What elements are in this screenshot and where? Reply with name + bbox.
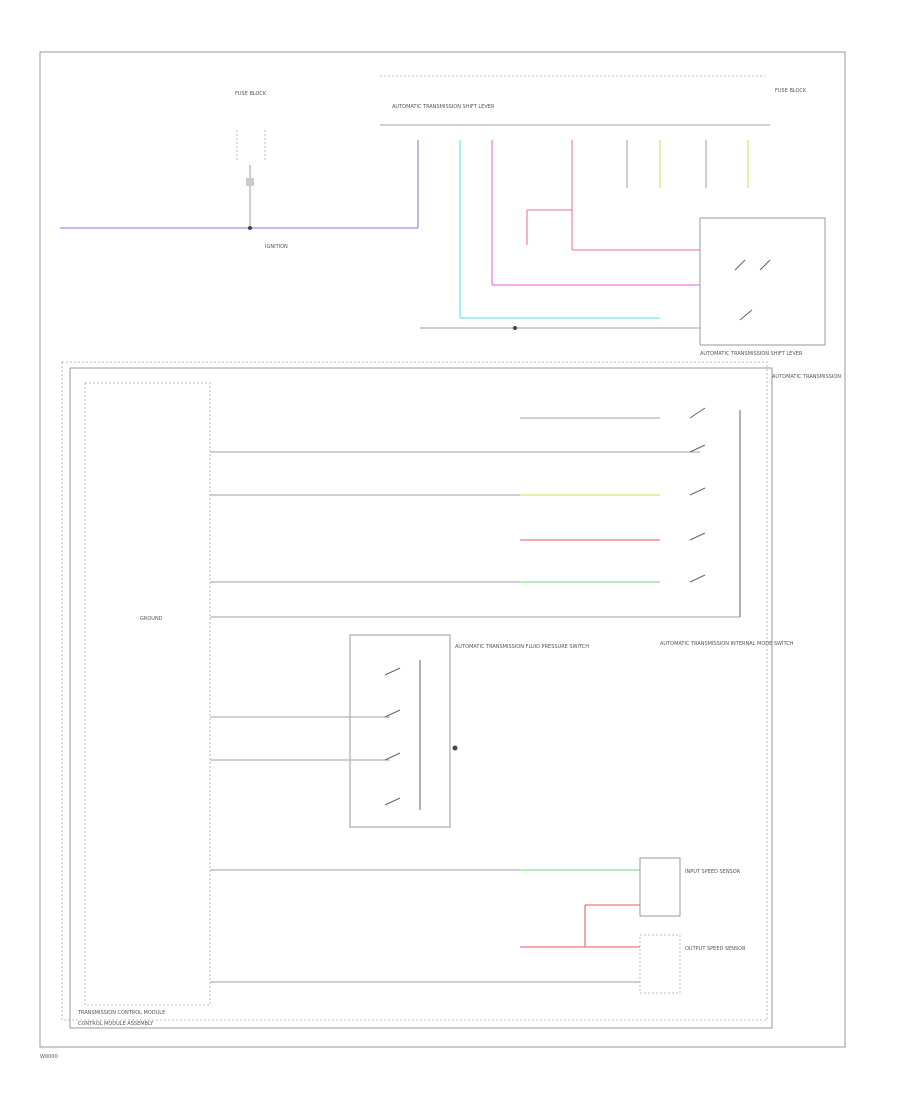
input-speed-sensor bbox=[639, 857, 681, 917]
shift-box-label: AUTOMATIC TRANSMISSION SHIFT LEVER bbox=[700, 351, 803, 357]
splice-330 bbox=[513, 326, 517, 330]
corner-code: W0000 bbox=[40, 1054, 58, 1060]
top-label-shift: AUTOMATIC TRANSMISSION SHIFT LEVER bbox=[392, 104, 495, 110]
ecm-label: CONTROL MODULE ASSEMBLY bbox=[78, 1021, 154, 1027]
pressure-switches bbox=[384, 667, 401, 806]
corner-label-right: FUSE BLOCK bbox=[775, 88, 807, 94]
shift-switch-2 bbox=[739, 309, 753, 321]
tcm-inner-frame bbox=[84, 382, 211, 1006]
blue-label-left: IGNITION bbox=[265, 244, 288, 250]
transmission-label: AUTOMATIC TRANSMISSION bbox=[772, 374, 841, 380]
pressure-switch-label: AUTOMATIC TRANSMISSION FLUID PRESSURE SW… bbox=[455, 644, 589, 650]
output-speed-label: OUTPUT SPEED SENSOR bbox=[685, 946, 746, 952]
top-label-fuse: FUSE BLOCK bbox=[235, 91, 267, 97]
blue-splice bbox=[248, 226, 252, 230]
outer-frame bbox=[39, 51, 846, 1048]
pressure-switch-box bbox=[349, 634, 451, 828]
pressure-splice bbox=[452, 745, 458, 751]
output-speed-sensor bbox=[639, 934, 681, 994]
range-switch-label: AUTOMATIC TRANSMISSION INTERNAL MODE SWI… bbox=[660, 641, 794, 647]
transmission-dash-frame bbox=[61, 361, 768, 1021]
input-speed-label: INPUT SPEED SENSOR bbox=[685, 869, 741, 875]
tcm-frame bbox=[69, 367, 773, 1029]
tcm-label: TRANSMISSION CONTROL MODULE bbox=[77, 1010, 165, 1016]
fuse-connector bbox=[246, 178, 254, 186]
shift-switch-1 bbox=[734, 259, 771, 271]
range-switches bbox=[689, 407, 706, 583]
ground-label: GROUND bbox=[140, 616, 163, 622]
